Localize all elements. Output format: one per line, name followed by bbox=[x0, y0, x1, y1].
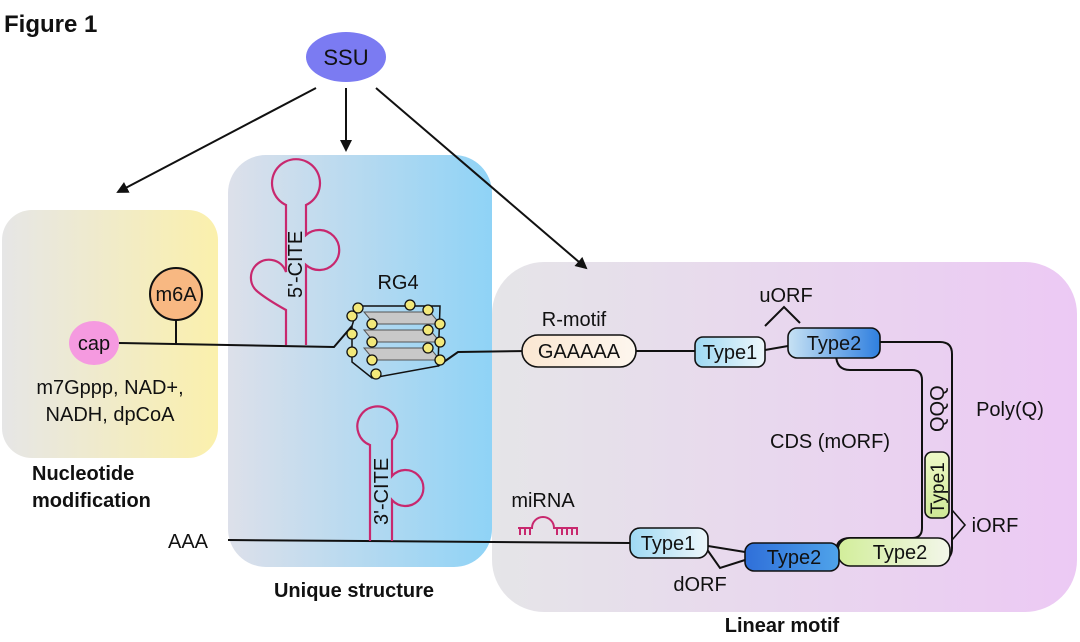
cap-label: cap bbox=[78, 333, 110, 355]
dorf-label: dORF bbox=[673, 574, 726, 596]
arrow-to-linear bbox=[375, 87, 588, 270]
cap-ellipse bbox=[69, 321, 119, 365]
unique-title: Unique structure bbox=[274, 580, 434, 602]
mirna-label: miRNA bbox=[511, 490, 575, 512]
type1-bottom-box bbox=[629, 527, 709, 559]
cite3-stemloop bbox=[356, 405, 425, 541]
polyq-label: Poly(Q) bbox=[976, 399, 1044, 421]
linear-title: Linear motif bbox=[725, 615, 840, 637]
poly-a-label: AAA bbox=[168, 531, 209, 553]
nucleotide-title-line2: modification bbox=[32, 490, 151, 512]
ssu-label: SSU bbox=[323, 45, 368, 70]
type1-vertical-box bbox=[924, 451, 950, 519]
cap-variants-line1: m7Gppp, NAD+, bbox=[36, 377, 183, 399]
cite5-stemloop bbox=[249, 158, 341, 345]
cite5-label: 5'-CITE bbox=[285, 231, 307, 298]
type1-top-label: Type1 bbox=[703, 342, 757, 364]
r-motif-label: R-motif bbox=[542, 309, 607, 331]
m6a-label: m6A bbox=[155, 284, 197, 306]
linear-motif-panel bbox=[492, 262, 1077, 612]
cap-variants-line2: NADH, dpCoA bbox=[46, 404, 176, 426]
type2-iorf-label: Type2 bbox=[873, 542, 927, 564]
type2-top-label: Type2 bbox=[807, 333, 861, 355]
cds-label: CDS (mORF) bbox=[770, 431, 890, 453]
rg4-label: RG4 bbox=[377, 272, 418, 294]
ssu-ellipse bbox=[306, 32, 386, 82]
iorf-label: iORF bbox=[972, 515, 1019, 537]
gaaaaa-box bbox=[521, 334, 637, 368]
nucleotide-title-line1: Nucleotide bbox=[32, 463, 134, 485]
ssu-arrows bbox=[116, 87, 588, 270]
type1-top-box bbox=[694, 336, 766, 368]
m6a-circle bbox=[149, 267, 203, 321]
rg4-structure bbox=[346, 299, 446, 380]
type1-vertical-label: Type1 bbox=[928, 462, 949, 514]
mirna-icon bbox=[518, 516, 578, 535]
figure-label: Figure 1 bbox=[4, 11, 97, 38]
type2-dorf-box bbox=[744, 542, 840, 572]
type2-dorf-label: Type2 bbox=[767, 547, 821, 569]
unique-structure-panel bbox=[228, 155, 492, 567]
qqq-label: QQQ bbox=[927, 385, 949, 432]
type1-bottom-label: Type1 bbox=[641, 533, 695, 555]
arrow-to-nucleotide bbox=[116, 87, 317, 193]
cite3-label: 3'-CITE bbox=[371, 458, 393, 525]
iorf-connector bbox=[951, 509, 967, 541]
uorf-label: uORF bbox=[759, 285, 812, 307]
gaaaaa-label: GAAAAA bbox=[538, 341, 621, 363]
type2-top-box bbox=[787, 327, 881, 359]
